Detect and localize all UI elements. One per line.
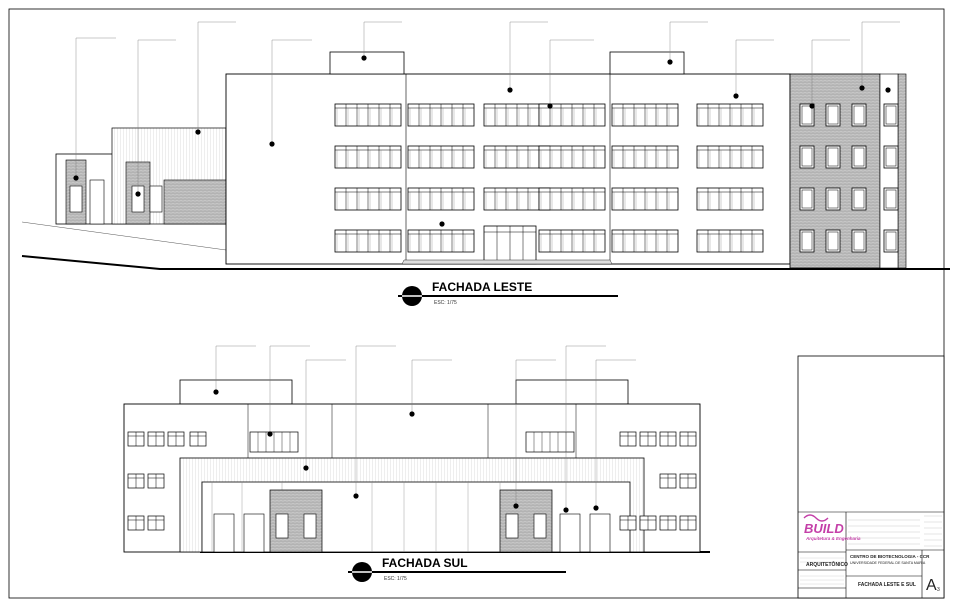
south-annotation-dots	[213, 389, 599, 513]
project-institution: UNIVERSIDADE FEDERAL DE SANTA MARIA	[850, 561, 926, 565]
south-title-text: FACHADA SUL	[382, 556, 468, 570]
discipline-label: ARQUITETÔNICO	[806, 560, 848, 568]
east-annotation-dots	[73, 55, 891, 227]
sheet-size-number: 3	[937, 587, 940, 593]
south-window-grid	[127, 431, 697, 553]
east-window-grid	[334, 103, 764, 265]
south-scale-text: ESC: 1/75	[384, 576, 407, 582]
east-annotation-leaders	[75, 21, 900, 194]
south-drawing-title: FACHADA SUL ESC: 1/75	[348, 556, 566, 582]
logo-word: BUILD	[804, 521, 844, 536]
logo-subtitle: Arquitetura & Engenharia	[805, 536, 861, 541]
east-title-text: FACHADA LESTE	[432, 280, 532, 294]
east-facade-drawing: FACHADA LESTE ESC: 1/75	[21, 21, 950, 306]
east-ground-line	[21, 255, 950, 270]
title-block: BUILD Arquitetura & Engenharia ARQUITETÔ…	[797, 355, 945, 599]
sheet-border	[8, 8, 945, 599]
south-annotation-leaders	[215, 345, 636, 510]
company-logo: BUILD Arquitetura & Engenharia	[803, 514, 861, 541]
sheet-title: FACHADA LESTE E SUL	[858, 582, 916, 588]
sheet-size-letter: A	[926, 577, 937, 594]
east-scale-text: ESC: 1/75	[434, 300, 457, 306]
south-facade-drawing: FACHADA SUL ESC: 1/75	[123, 345, 710, 582]
project-name: CENTRO DE BIOTECNOLOGIA - CCR	[850, 554, 930, 559]
east-drawing-title: FACHADA LESTE ESC: 1/75	[398, 280, 618, 306]
